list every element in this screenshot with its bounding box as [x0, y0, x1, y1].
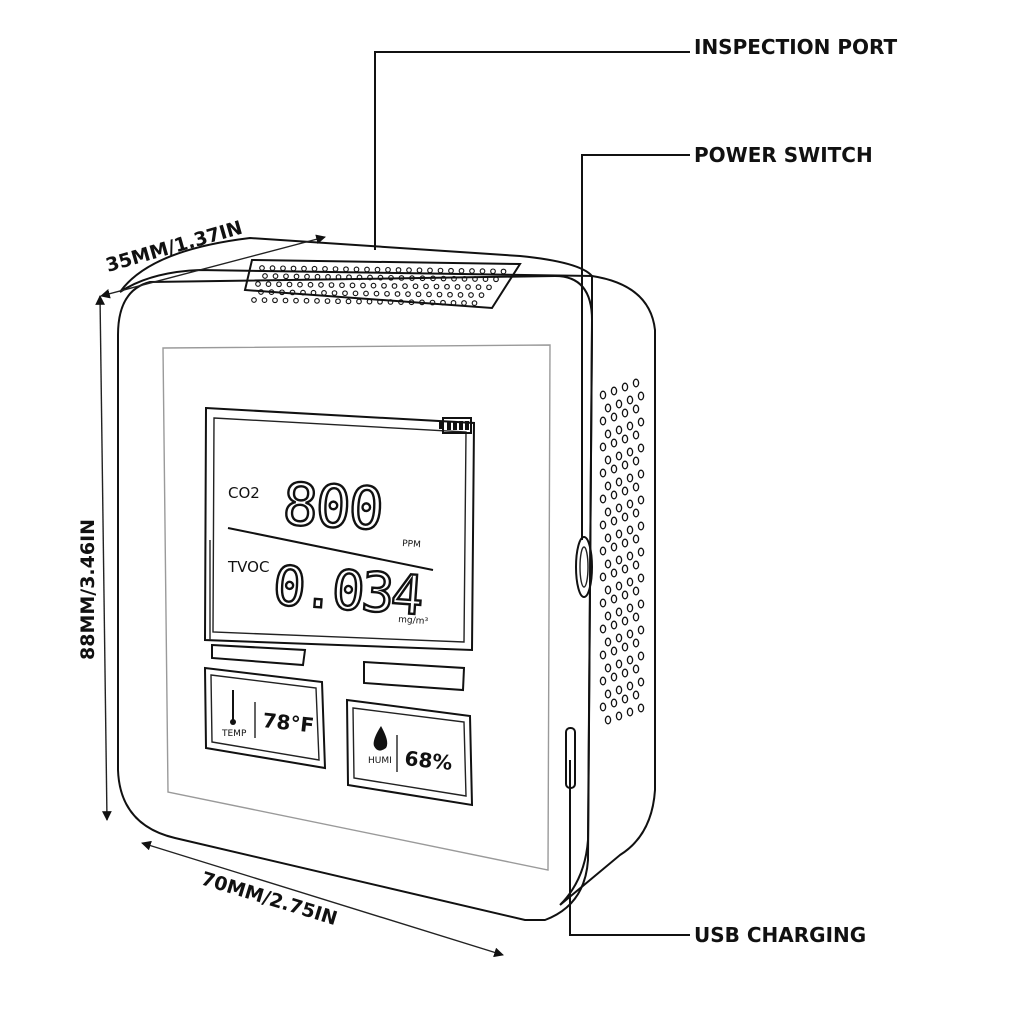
- temp-label: TEMP: [221, 729, 247, 739]
- thermometer-icon: [230, 690, 236, 725]
- callout-leaders: [374, 51, 690, 936]
- humidity-panel: HUMI 68%: [345, 698, 474, 807]
- tvoc-unit: mg/m³: [398, 615, 429, 627]
- humi-value: 68%: [403, 746, 453, 775]
- height-dimension-label: 88MM/3.46IN: [77, 519, 99, 660]
- power-switch[interactable]: [575, 536, 593, 598]
- humi-label: HUMI: [368, 756, 392, 766]
- power-switch-label: POWER SWITCH: [694, 143, 873, 167]
- temp-value: 78°F: [261, 708, 315, 737]
- dimension-lines: [95, 234, 504, 958]
- side-vent-holes: [599, 378, 645, 725]
- co2-label: CO2: [228, 484, 260, 502]
- tvoc-label: TVOC: [227, 558, 269, 576]
- lcd-display: CO2 800 PPM TVOC 0.034 mg/m³: [203, 406, 476, 692]
- width-dimension-label: 70MM/2.75IN: [199, 868, 340, 930]
- usb-charging-label: USB CHARGING: [694, 923, 866, 947]
- tvoc-value: 0.034: [271, 554, 423, 627]
- battery-icon: [439, 417, 472, 434]
- temperature-panel: TEMP 78°F: [203, 666, 327, 770]
- co2-unit: PPM: [402, 539, 421, 550]
- inspection-port-grille: [243, 258, 522, 310]
- water-drop-icon: [373, 726, 388, 751]
- inspection-port-label: INSPECTION PORT: [694, 35, 898, 59]
- co2-value: 800: [281, 470, 383, 543]
- depth-dimension-label: 35MM/1.37IN: [103, 217, 245, 277]
